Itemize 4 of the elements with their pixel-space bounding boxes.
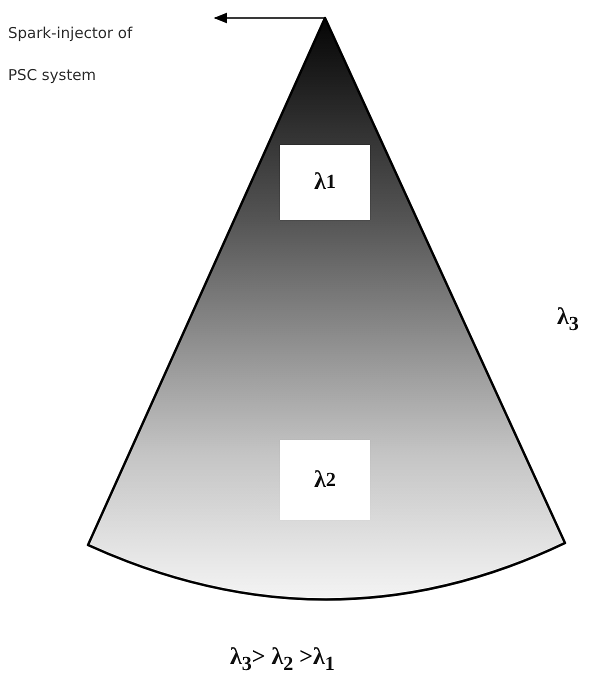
relation-label: λ$_{3}$ <box>557 304 579 336</box>
arrow <box>214 12 325 24</box>
relation-label: λ$_{3}$> λ$_{2}$ >λ$_{1}$ <box>230 644 335 675</box>
text-label: Spark-injector of PSC system <box>8 12 213 96</box>
